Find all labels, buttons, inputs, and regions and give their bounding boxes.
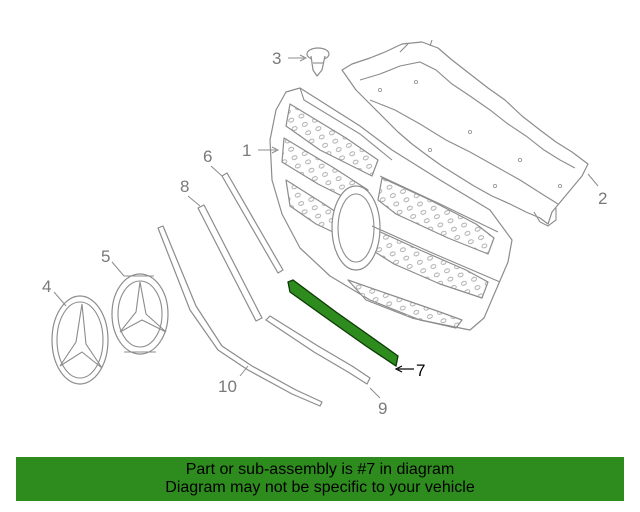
trim-strip-part-7: [287, 279, 399, 368]
leader-line-2: [587, 173, 599, 187]
trim-strip-part-10: [157, 225, 323, 407]
leader-line-5: [111, 261, 125, 277]
banner-line-disclaimer: Diagram may not be specific to your vehi…: [165, 479, 475, 496]
leader-arrow-3: [299, 54, 308, 62]
push-clip-part-3: [306, 47, 330, 77]
callout-8: 8: [180, 177, 189, 196]
leader-arrow-1: [271, 146, 280, 154]
leader-line-9: [369, 387, 381, 399]
trim-strip-part-9: [265, 315, 371, 385]
callout-4: 4: [42, 277, 51, 296]
callout-6: 6: [203, 147, 212, 166]
callout-9: 9: [378, 399, 387, 418]
callout-1: 1: [242, 141, 251, 160]
callout-5: 5: [101, 247, 110, 266]
leader-line-10: [239, 365, 249, 377]
star-emblem-part-4: [51, 295, 109, 385]
parts-diagram: 3 1 2 6 8 5 4 10 9 7: [42, 39, 607, 418]
leader-arrow-7: [394, 365, 403, 373]
trim-strip-part-6: [221, 172, 284, 274]
banner-line-part-reference: Part or sub-assembly is #7 in diagram: [185, 461, 455, 478]
leader-line-6: [210, 165, 223, 177]
callout-3: 3: [272, 49, 281, 68]
callout-7: 7: [416, 361, 425, 380]
callout-2: 2: [598, 189, 607, 208]
callout-10: 10: [218, 377, 237, 396]
leader-line-8: [187, 195, 201, 207]
highlighted-part-7: [287, 279, 399, 368]
info-banner: Part or sub-assembly is #7 in diagram Di…: [16, 457, 624, 501]
leader-line-4: [53, 291, 67, 307]
grille-frame-part-1: [269, 87, 513, 331]
trim-strip-part-8: [197, 204, 263, 322]
support-bracket-part-2: [341, 39, 589, 227]
emblem-bracket-part-5: [111, 273, 169, 355]
